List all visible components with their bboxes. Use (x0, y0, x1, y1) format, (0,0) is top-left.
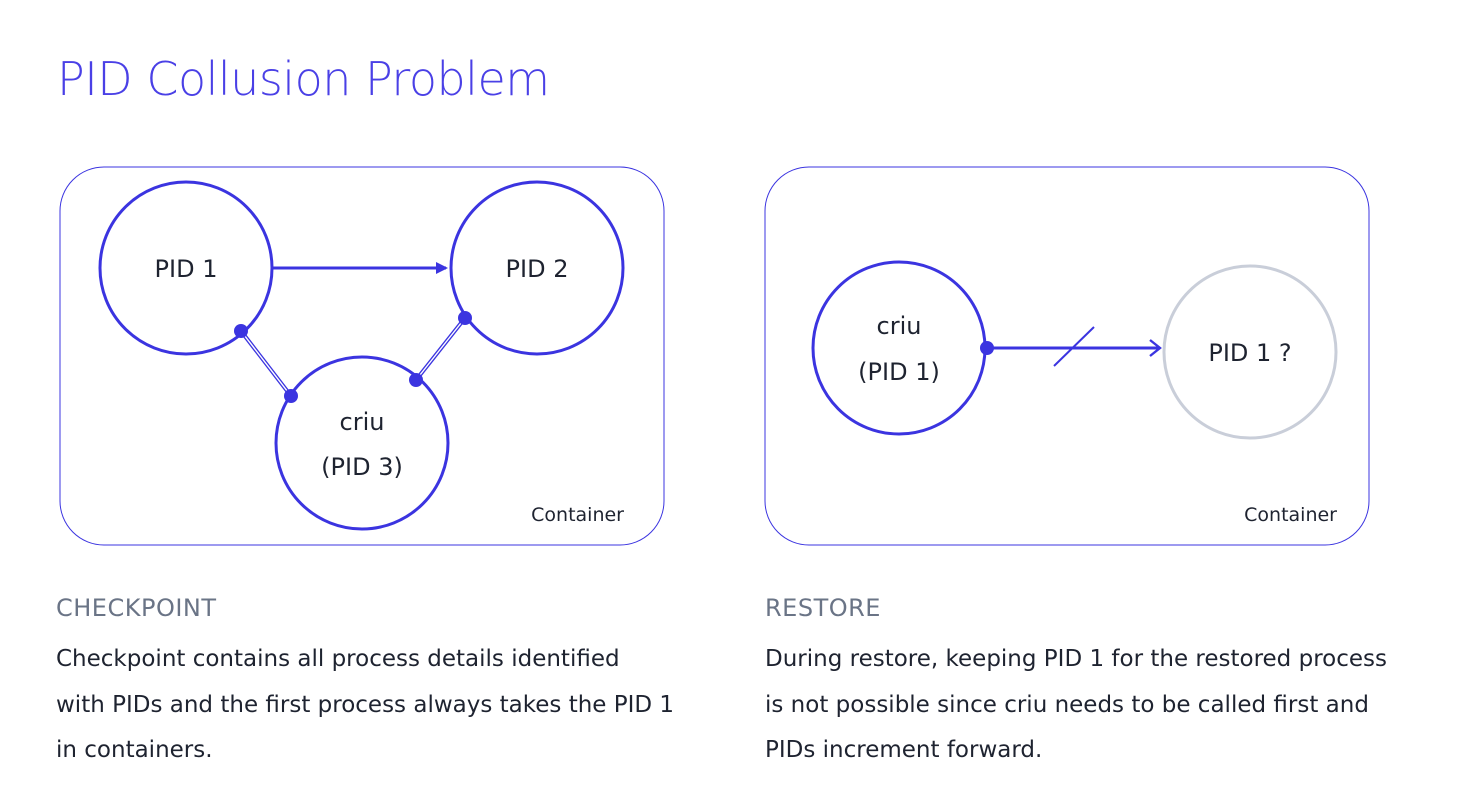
blocked-slash (1053, 326, 1095, 367)
checkpoint-diagram: PID 1 PID 2 criu (PID 3) Container (59, 166, 665, 546)
pid2-label: PID 2 (506, 255, 569, 283)
restore-container-label: Container (1244, 504, 1337, 526)
connector-dot (284, 389, 298, 403)
connector-dot (980, 341, 994, 355)
checkpoint-description-line: with PIDs and the first process always t… (56, 691, 675, 718)
connector-dot (234, 324, 248, 338)
criu-pid3-node (274, 355, 450, 531)
pid1-label: PID 1 (155, 255, 218, 283)
target-pid-label: PID 1 ? (1208, 339, 1291, 367)
restore-description-line: During restore, keeping PID 1 for the re… (765, 646, 1387, 672)
target-pid1-node (1162, 264, 1338, 440)
checkpoint-description-line: Checkpoint contains all process details … (56, 646, 620, 672)
pid2-node (449, 180, 625, 356)
checkpoint-container-label: Container (531, 504, 624, 526)
pid2-criu-connector (414, 316, 467, 382)
checkpoint-description-line: in containers. (56, 737, 213, 763)
restore-description-line: PIDs increment forward. (765, 737, 1043, 763)
checkpoint-container-box (59, 166, 665, 546)
restore-criu-name-label: criu (877, 312, 922, 340)
pid1-criu-connector (239, 329, 293, 398)
pid1-node (98, 180, 274, 356)
restore-diagram: criu (PID 1) PID 1 ? Container (764, 166, 1370, 546)
restore-heading: RESTORE (765, 594, 881, 622)
restore-description: During restore, keeping PID 1 for the re… (765, 637, 1415, 774)
connector-dot (458, 311, 472, 325)
restore-description-line: is not possible since criu needs to be c… (765, 691, 1369, 718)
restore-container-box (764, 166, 1370, 546)
checkpoint-description: Checkpoint contains all process details … (56, 637, 706, 774)
criu-name-label: criu (340, 408, 385, 436)
restore-criu-pid-label: (PID 1) (858, 358, 940, 386)
criu-pid-label: (PID 3) (321, 453, 403, 481)
connector-dot (409, 373, 423, 387)
checkpoint-heading: CHECKPOINT (56, 594, 217, 622)
criu-pid1-node (811, 260, 987, 436)
page-title: PID Collusion Problem (57, 52, 550, 106)
